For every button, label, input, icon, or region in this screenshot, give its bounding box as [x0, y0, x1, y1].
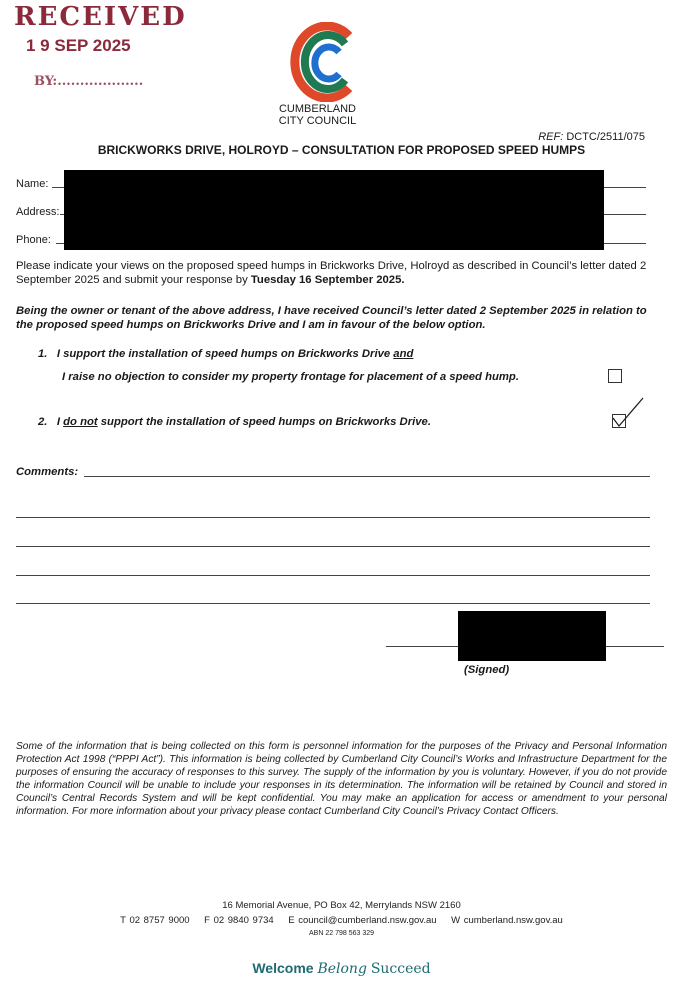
intro-body: Please indicate your views on the propos… [16, 260, 647, 286]
option-2-text: support the installation of speed humps … [97, 416, 431, 428]
stamp-title: RECEIVED [14, 2, 187, 32]
option-1: 1. I support the installation of speed h… [38, 348, 413, 360]
option-2-checkbox[interactable] [612, 414, 626, 428]
handwritten-tick-icon [612, 397, 644, 428]
intro-text: Please indicate your views on the propos… [16, 259, 666, 287]
ref-label: REF: [538, 131, 564, 143]
document-title: BRICKWORKS DRIVE, HOLROYD – CONSULTATION… [97, 143, 586, 157]
stamp-date: 1 9 SEP 2025 [26, 36, 131, 55]
slogan-welcome: Welcome [252, 960, 314, 976]
footer-email[interactable]: E council@cumberland.nsw.gov.au [288, 915, 437, 926]
option-2-do-not: do not [63, 416, 98, 428]
comment-line[interactable] [16, 575, 650, 576]
redacted-contact-details [64, 170, 604, 250]
name-label: Name: [16, 178, 49, 190]
comment-line[interactable] [16, 603, 650, 604]
option-1-and: and [393, 348, 414, 360]
intro-deadline: Tuesday 16 September 2025. [250, 274, 405, 286]
ref-value: DCTC/2511/075 [566, 131, 645, 143]
privacy-notice: Some of the information that is being co… [16, 741, 667, 817]
option-1-checkbox[interactable] [608, 369, 622, 383]
option-1-number: 1. [38, 348, 48, 360]
council-name: CUMBERLAND CITY COUNCIL [250, 103, 385, 127]
declaration-text: Being the owner or tenant of the above a… [16, 305, 647, 331]
option-2-prefix: I [56, 416, 64, 428]
reference: REF: DCTC/2511/075 [538, 131, 645, 143]
council-name-line2: CITY COUNCIL [278, 115, 357, 127]
signed-label: (Signed) [464, 664, 510, 676]
phone-label: Phone: [16, 234, 51, 246]
option-1-line2: I raise no objection to consider my prop… [62, 371, 519, 383]
footer-abn: ABN 22 798 563 329 [309, 930, 374, 937]
redacted-signature [458, 611, 606, 661]
slogan-belong: Belong [317, 961, 367, 977]
slogan-succeed: Succeed [370, 961, 431, 977]
footer-website[interactable]: W cumberland.nsw.gov.au [451, 915, 563, 926]
footer-phone: T 02 8757 9000 [120, 915, 190, 926]
option-2-number: 2. [38, 416, 48, 428]
comment-line[interactable] [84, 476, 650, 477]
footer-fax: F 02 9840 9734 [204, 915, 274, 926]
option-1-line1: I support the installation of speed hump… [56, 348, 394, 360]
received-stamp: RECEIVED 1 9 SEP 2025 BY:...............… [14, 2, 194, 92]
council-name-line1: CUMBERLAND [278, 103, 356, 115]
comment-line[interactable] [16, 517, 650, 518]
council-logo-icon [290, 22, 353, 102]
slogan: Welcome Belong Succeed [0, 960, 683, 977]
footer-address: 16 Memorial Avenue, PO Box 42, Merryland… [222, 900, 461, 911]
option-2: 2. I do not support the installation of … [38, 416, 431, 428]
address-label: Address: [16, 206, 60, 218]
comments-label: Comments: [16, 466, 79, 478]
comment-line[interactable] [16, 546, 650, 547]
stamp-by: BY:................... [34, 74, 144, 89]
footer-contacts: T 02 8757 9000 F 02 9840 9734 E council@… [0, 915, 683, 926]
